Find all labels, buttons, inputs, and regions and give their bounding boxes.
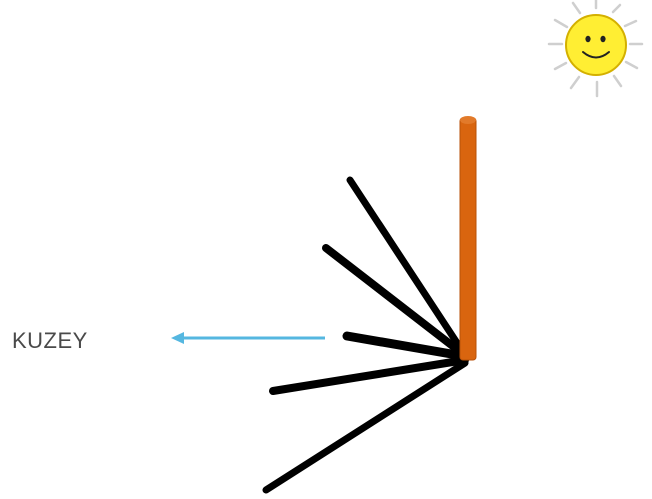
- shadow-line-1: [350, 180, 463, 352]
- shadow-lines: [266, 180, 465, 490]
- sun-icon: [549, 0, 642, 96]
- sun-left-eye: [585, 36, 590, 42]
- sun-right-eye: [600, 36, 605, 42]
- arrow-left-icon: [171, 332, 325, 344]
- sun-face: [566, 15, 626, 75]
- shadow-line-4: [273, 360, 465, 391]
- pole: [460, 116, 476, 360]
- direction-label: KUZEY: [12, 328, 88, 353]
- shadow-line-5: [266, 363, 465, 490]
